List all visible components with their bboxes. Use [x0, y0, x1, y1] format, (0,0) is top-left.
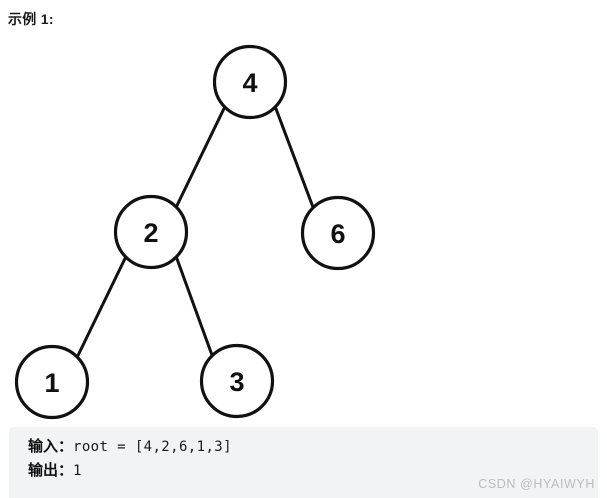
csdn-watermark: CSDN @HYAIWYH	[478, 477, 595, 491]
tree-svg: 4 2 6 1 3	[14, 44, 376, 420]
io-example-panel: 输入：root = [4,2,6,1,3] 输出：1	[9, 427, 598, 498]
node-value: 3	[229, 367, 244, 397]
node-circle	[300, 195, 376, 271]
node-value: 4	[242, 68, 257, 98]
input-value: root = [4,2,6,1,3]	[73, 439, 232, 455]
binary-tree-diagram: 4 2 6 1 3	[0, 30, 607, 430]
tree-edges	[76, 106, 315, 358]
node-value: 6	[330, 219, 345, 249]
edge-4-to-6	[274, 106, 315, 210]
tree-node-2[interactable]: 2	[113, 194, 189, 270]
edge-2-to-3	[175, 256, 214, 358]
input-line: 输入：root = [4,2,6,1,3]	[28, 435, 598, 459]
tree-node-3[interactable]: 3	[199, 343, 275, 419]
node-circle	[199, 343, 275, 419]
output-line: 输出：1	[28, 459, 598, 483]
tree-node-1[interactable]: 1	[14, 344, 90, 420]
node-circle	[113, 194, 189, 270]
input-label: 输入：	[28, 438, 74, 455]
node-value: 2	[143, 218, 158, 248]
node-value: 1	[44, 368, 59, 398]
node-circle	[14, 344, 90, 420]
node-circle	[212, 44, 288, 120]
edge-2-to-1	[76, 256, 127, 358]
edge-4-to-2	[175, 106, 226, 208]
output-value: 1	[73, 463, 82, 479]
output-label: 输出：	[28, 462, 74, 479]
page-title: 示例 1:	[8, 11, 54, 27]
tree-node-6[interactable]: 6	[300, 195, 376, 271]
tree-node-4[interactable]: 4	[212, 44, 288, 120]
